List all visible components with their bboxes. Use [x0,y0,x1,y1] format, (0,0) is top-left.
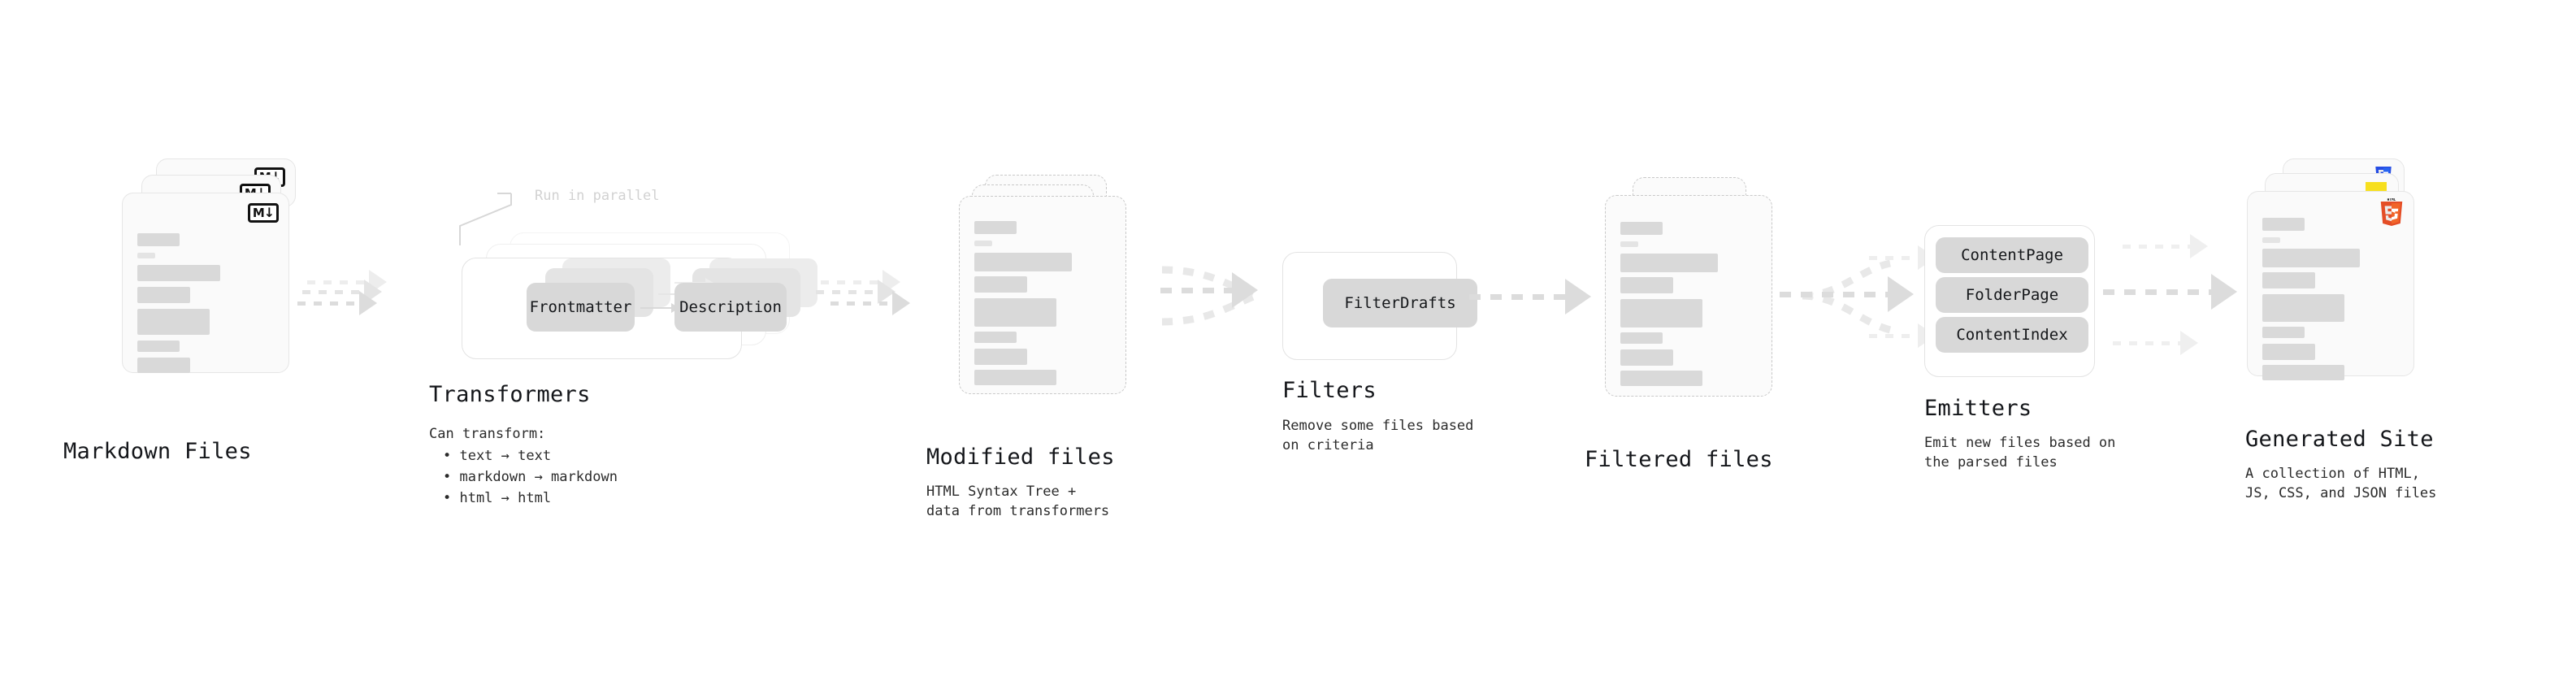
arrow-line [816,290,879,294]
content-bar [137,233,180,246]
transformers-bullet-2: • markdown → markdown [443,469,618,485]
markdown-card-front: M↓ [122,193,289,373]
content-bar [2262,237,2280,243]
stage-subtitle-emitters: Emit new files based on the parsed files [1924,435,2116,471]
arrow-head [2211,274,2237,310]
content-bar [974,349,1027,365]
svg-text:HTML: HTML [2387,198,2396,202]
arrow-line [1160,288,1237,293]
content-bar [137,309,210,335]
filtered-file-stack [1605,177,1792,421]
run-in-parallel-bracket [459,193,512,245]
arrow-line [1869,334,1919,338]
stage-title-modified-files: Modified files [926,445,1115,470]
stage-filtered-files: Filtered files [1585,177,1792,472]
arrow-head [892,291,910,315]
stage-subtitle-filters: Remove some files based on criteria [1282,418,1474,453]
connector-filters-to-filtered [1469,279,1591,314]
html5-icon: HTML [2380,198,2403,226]
content-bar [1620,254,1718,272]
transformers-bullet-3: • html → html [443,490,552,506]
arrow-head [2190,234,2208,258]
content-bar [2262,344,2315,360]
arrow-head [1565,279,1591,314]
modified-card-content [960,197,1125,393]
content-bar [137,358,190,373]
content-bar [974,253,1072,271]
content-bar [2262,218,2305,231]
filtered-card-content [1606,196,1772,396]
arrow-line [307,280,371,284]
stage-markdown-files: M↓ M↓ M↓ Markdown Files [63,158,317,464]
arrow-line [821,280,884,284]
markdown-icon: M↓ [248,203,279,223]
content-bar [2262,327,2305,338]
transformer-pill-description[interactable]: Description [674,283,787,332]
content-bar [974,276,1027,293]
transformers-bullet-1: • text → text [443,448,552,464]
arrow-line [302,290,366,294]
stage-subtitle-generated-site: A collection of HTML, JS, CSS, and JSON … [2245,466,2437,501]
stage-subtitle-modified-files: HTML Syntax Tree + data from transformer… [926,484,1110,519]
stage-title-emitters: Emitters [1924,396,2032,421]
content-bar [974,370,1056,385]
arrow-line [2123,245,2192,249]
arrow-head [2180,331,2198,355]
content-bar [2262,294,2344,322]
markdown-card-content: M↓ [123,193,288,373]
content-bar [974,221,1017,234]
arrow-line [2113,341,2182,345]
filter-pill-filterdrafts[interactable]: FilterDrafts [1323,279,1477,327]
stage-title-filtered-files: Filtered files [1585,447,1773,472]
transform-mini-arrow [640,303,679,313]
content-bar [974,298,1056,327]
stage-generated-site: HTML Gener [2245,158,2442,501]
content-bar [1620,222,1663,235]
generated-card-content: HTML [2248,192,2413,380]
content-bar [2262,272,2315,288]
arrow-head [1888,276,1914,312]
content-bar [137,287,190,303]
content-bar [1620,299,1702,327]
arrow-head [359,291,377,315]
content-bar [137,340,180,352]
stage-title-markdown-files: Markdown Files [63,439,252,464]
arrow-line [297,301,361,306]
stage-title-generated-site: Generated Site [2245,427,2434,452]
markdown-file-stack: M↓ M↓ M↓ [122,158,317,419]
content-bar [1620,277,1673,293]
content-bar [974,332,1017,343]
transformer-pill-frontmatter[interactable]: Frontmatter [527,283,635,332]
stage-title-transformers: Transformers [429,382,591,407]
stage-modified-files: Modified files HTML Syntax Tree + data f… [926,175,1146,519]
content-bar [137,265,220,281]
content-bar [1620,371,1702,386]
content-bar [2262,249,2360,267]
content-bar [1620,332,1663,344]
diverge-curves [1802,259,1892,334]
arrow-line [830,301,894,306]
arrow-line [1869,256,1919,260]
arrow-line [1469,294,1570,300]
modified-file-stack [959,175,1146,419]
content-bar [1620,241,1638,247]
modified-card-front [959,196,1126,394]
arrow-line [1780,292,1893,297]
arrow-head [878,280,896,304]
content-bar [137,253,155,258]
generated-card-front-html: HTML [2247,191,2414,380]
content-bar [2262,365,2344,380]
run-in-parallel-label: Run in parallel [535,188,660,204]
filtered-card-front [1605,195,1772,397]
stage-title-filters: Filters [1282,378,1377,403]
emitter-pill-folderpage[interactable]: FolderPage [1936,277,2088,313]
stage-subtitle-transformers: Can transform: [429,426,546,442]
arrow-line [2103,289,2216,295]
arrow-head [1232,272,1258,308]
generated-file-stack: HTML [2247,158,2442,419]
content-bar [1620,349,1673,366]
content-bar [974,241,992,246]
emitter-pill-contentindex[interactable]: ContentIndex [1936,317,2088,353]
emitter-pill-contentpage[interactable]: ContentPage [1936,237,2088,273]
